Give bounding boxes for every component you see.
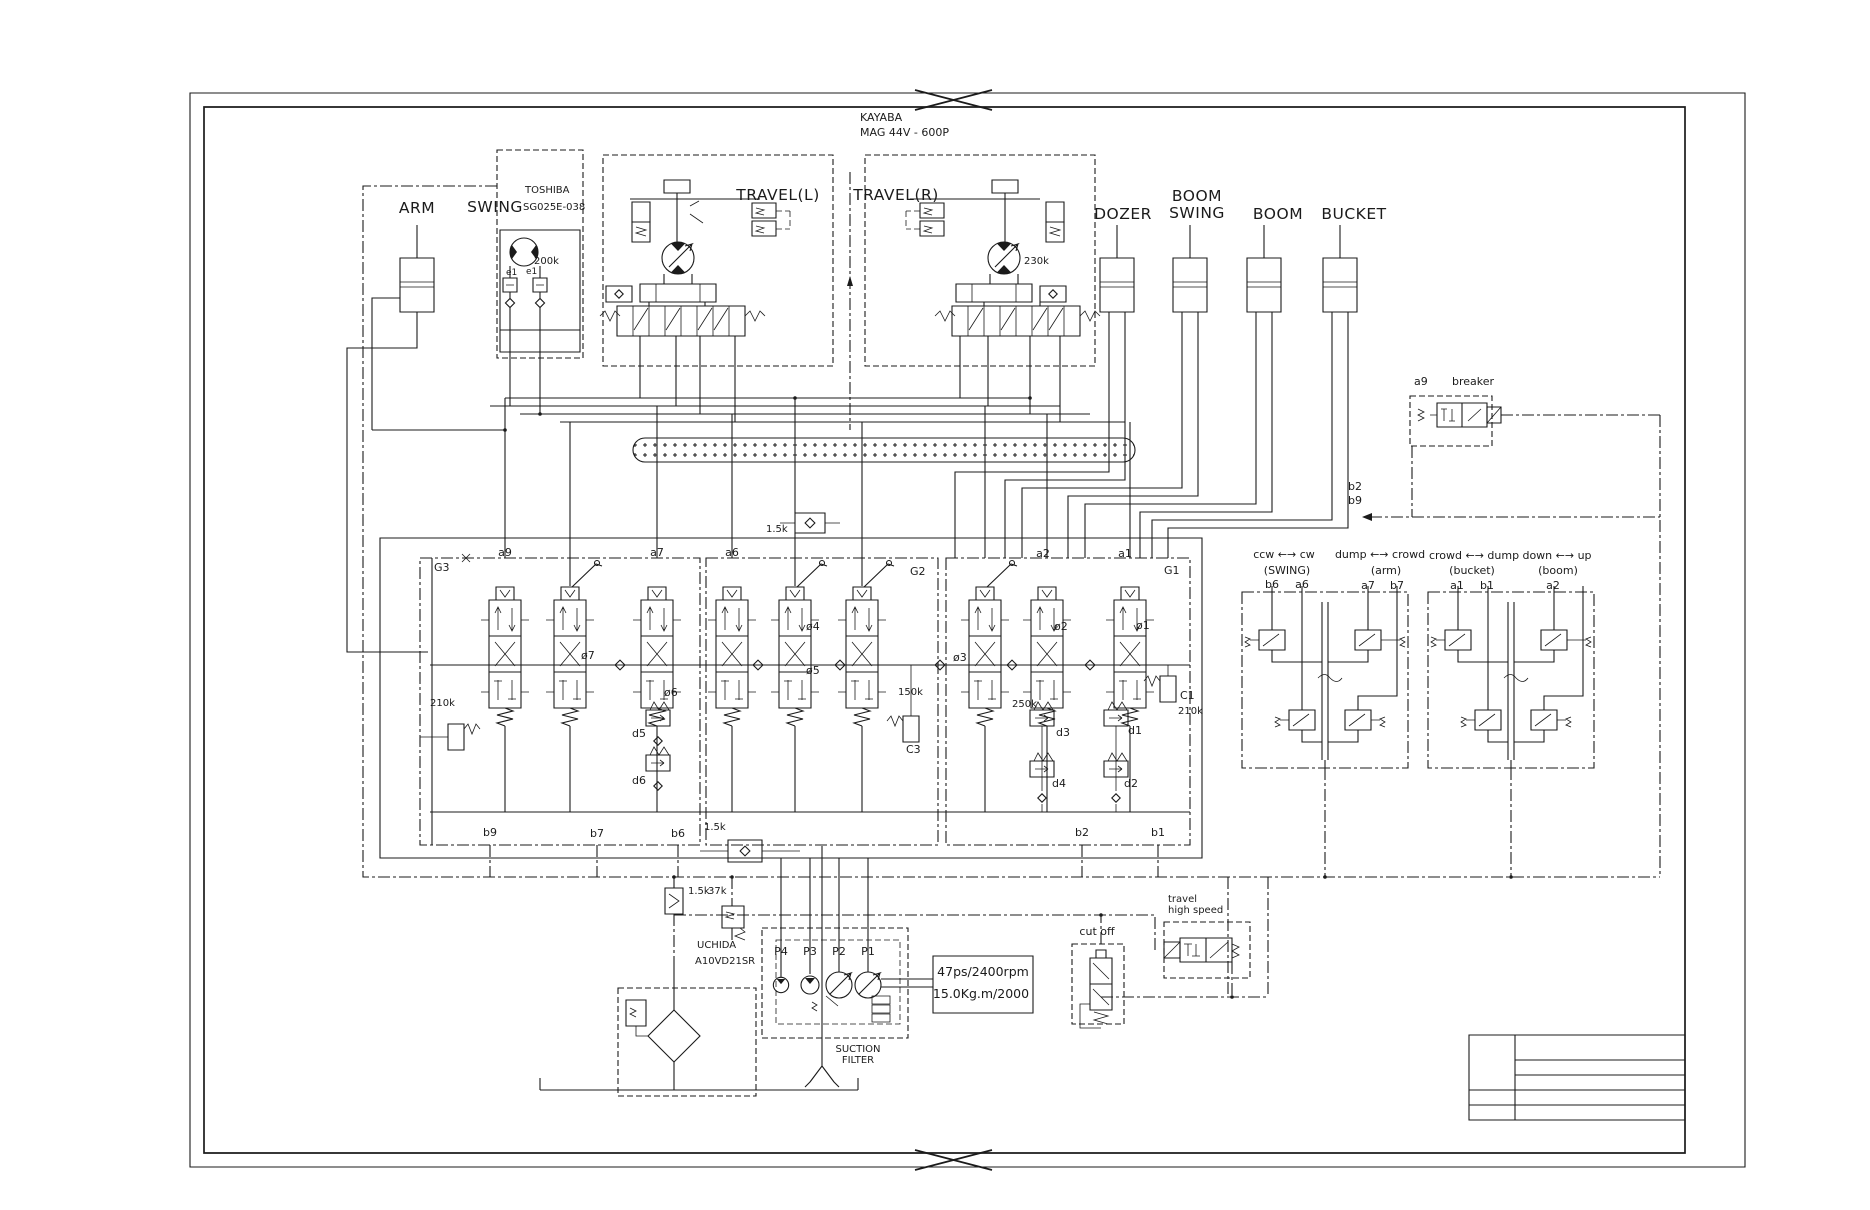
title-block [1469,1035,1685,1120]
label-bucket: BUCKET [1321,205,1387,223]
main-circuit-lines [372,312,1348,586]
pilot-port-a7: a7 [1361,579,1375,592]
label-travel-left: TRAVEL(L) [736,186,820,204]
line-b9: b9 [1348,494,1362,507]
valve-port-b1: b1 [1151,826,1165,839]
group-g3: G3 [434,561,450,574]
pilot-boom-name: (boom) [1538,564,1578,577]
relief-150k: 150k [898,687,923,698]
engine-power: 47ps/2400rpm [937,964,1029,979]
valve-37k: 37k [708,886,727,897]
spool-phi2: ø2 [1054,620,1068,633]
return-manifold [633,438,1135,462]
port-e1-b: e1 [526,267,538,277]
pilot-port-a1: a1 [1450,579,1464,592]
valve-port-b2: b2 [1075,826,1089,839]
suction-filter-label: SUCTION FILTER [835,1044,881,1067]
label-arm: ARM [398,199,436,217]
cut-off-label: cut off [1079,925,1115,938]
pilot-swing-directions: ccw ←→ cw [1253,548,1315,561]
valve-port-b9: b9 [483,826,497,839]
valve-port-a1: a1 [1118,547,1132,560]
travel-motor-model: MAG 44V - 600P [860,126,949,139]
pilot-port-b1: b1 [1480,579,1494,592]
relief-c1: C1 [1180,689,1195,702]
engine-torque: 15.0Kg.m/2000 [932,986,1030,1001]
pilot-bucket-name: (bucket) [1449,564,1495,577]
label-boom: BOOM [1252,205,1304,223]
valve-port-a7: a7 [650,546,664,559]
service-relief-250k: 250k [1012,699,1037,710]
valve-port-a2: a2 [1036,547,1050,560]
pump-port-p2: P2 [832,945,846,958]
spool-phi6: ø6 [664,686,678,699]
pump-model: A10VD21SR [695,956,756,967]
port-d2: d2 [1124,777,1138,790]
port-d5: d5 [632,727,646,740]
pilot-relief-15k: 1.5k [688,886,710,897]
valve-port-a9: a9 [498,546,512,559]
travel-high-speed-valve [1164,922,1250,978]
line-b2: b2 [1348,480,1362,493]
travel-motor-maker: KAYABA [860,111,903,124]
spool-phi5: ø5 [806,664,820,677]
pilot-boom-directions: down ←→ up [1522,549,1592,562]
port-e1-a: e1 [506,268,518,278]
main-relief-210k: 210k [430,698,455,709]
pilot-port-a6: a6 [1295,578,1309,591]
relief-c1-value: 210k [1178,706,1203,717]
cut-off-valve [1072,944,1124,1028]
label-dozer: DOZER [1094,205,1152,223]
breaker-port-a9: a9 [1414,375,1428,388]
pump-unit [540,846,1033,1090]
arm-cylinder-unit [347,186,1660,877]
port-d6: d6 [632,774,646,787]
pump-port-p4: P4 [774,945,788,958]
port-d4: d4 [1052,777,1066,790]
pilot-swing-name: (SWING) [1263,564,1311,577]
drawing-border [190,90,1745,1170]
group-g1: G1 [1164,564,1180,577]
check-15k-bottom: 1.5k [704,822,726,833]
pump-port-p3: P3 [803,945,817,958]
group-g2: G2 [910,565,926,578]
port-d3: d3 [1056,726,1070,739]
swing-motor-model: SG025E-038 [523,202,586,213]
spool-phi1: ø1 [1136,619,1150,632]
pilot-bucket-directions: crowd ←→ dump [1428,549,1520,562]
pump-port-p1: P1 [861,945,875,958]
valve-port-b6: b6 [671,827,685,840]
control-valve-block [380,513,1202,862]
spool-phi4: ø4 [806,620,820,633]
return-filter [618,968,756,1096]
pilot-arm-name: (arm) [1370,564,1402,577]
travel-high-speed-label: travel high speed [1168,894,1224,917]
spool-phi7: ø7 [581,649,595,662]
travel-left-unit [600,155,833,366]
label-travel-right: TRAVEL(R) [853,186,939,204]
label-swing: SWING [467,198,523,216]
valve-port-a6: a6 [725,546,739,559]
pump-maker: UCHIDA [697,940,737,951]
pilot-arm-directions: dump ←→ crowd [1334,548,1426,561]
pilot-port-a2: a2 [1546,579,1560,592]
check-15k-top: 1.5k [766,524,788,535]
swing-motor-maker: TOSHIBA [525,185,570,196]
pilot-port-b7: b7 [1390,579,1404,592]
breaker-label: breaker [1452,375,1495,388]
travel-relief-value: 230k [1024,256,1049,267]
label-boom-swing: BOOM SWING [1169,187,1225,223]
travel-right-unit [847,155,1100,430]
relief-c3: C3 [906,743,921,756]
port-d1: d1 [1128,724,1142,737]
swing-relief-value: 200k [534,256,559,267]
spool-phi3: ø3 [953,651,967,664]
pilot-port-b6: b6 [1265,578,1279,591]
valve-port-b7: b7 [590,827,604,840]
breaker-valve [1410,396,1660,877]
